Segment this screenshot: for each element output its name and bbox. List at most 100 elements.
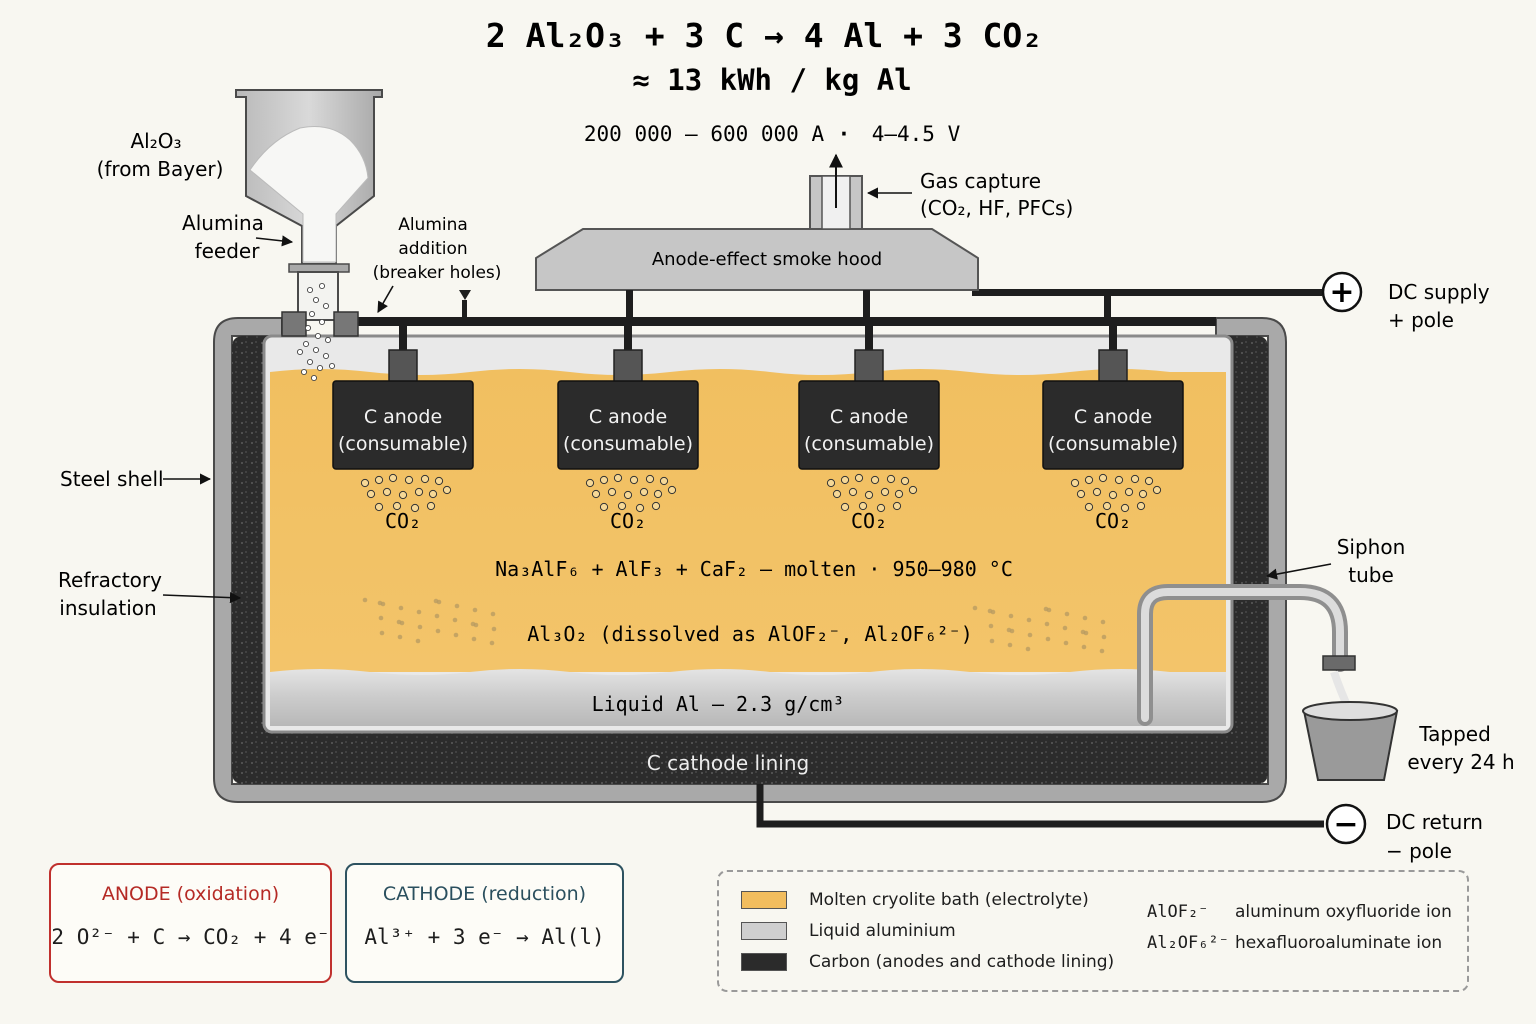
bubble-icon [434, 476, 444, 486]
cathode-wire [756, 784, 1324, 828]
bubble-icon [1124, 487, 1134, 497]
legend-ion-description: hexafluoroaluminate ion [1235, 933, 1443, 953]
dissolved-alumina-label: Al₃O₂ (dissolved as AlOF₂⁻, Al₂OF₆²⁻) [527, 622, 973, 646]
bubble-icon [1092, 487, 1102, 497]
dissolved-speck [417, 624, 423, 630]
bubble-icon [360, 478, 370, 488]
cryolite-bath [270, 369, 1226, 672]
bubble-icon [1130, 474, 1140, 484]
liquid-al-label: Liquid Al — 2.3 g/cm³ [592, 692, 845, 716]
bubble-icon [894, 489, 904, 499]
dissolved-speck [471, 636, 477, 642]
anode-block [557, 380, 699, 470]
anode-label: C anode [364, 406, 442, 428]
bubble-icon [617, 501, 627, 511]
dissolved-speck [362, 597, 368, 603]
powder-grain [310, 374, 318, 382]
bubble-icon [585, 478, 595, 488]
hood-label: Anode-effect smoke hood [652, 249, 882, 270]
bubble-icon [420, 474, 430, 484]
powder-grain [314, 332, 322, 340]
powder-grain [312, 346, 320, 354]
cathode-reaction-heading: CATHODE (reduction) [382, 883, 587, 905]
dissolved-speck [1064, 611, 1070, 617]
bubble-icon [414, 487, 424, 497]
bubble-icon [428, 489, 438, 499]
powder-grain [304, 324, 312, 332]
bubble-icon [1102, 501, 1112, 511]
dissolved-alumina-specks [362, 597, 1107, 654]
legend-swatch-carbon [741, 953, 787, 971]
cathode-lining-label: C cathode lining [647, 751, 809, 775]
plus-pole-symbol: + [1329, 275, 1354, 310]
minus-pole-icon [1325, 803, 1367, 845]
bubble-icon [667, 485, 677, 495]
steel-shell-label: Steel shell [60, 467, 164, 491]
energy-consumption: ≈ 13 kWh / kg Al [632, 63, 911, 97]
dissolved-speck [1081, 644, 1087, 650]
co2-label: CO₂ [610, 509, 646, 533]
bubble-icon [1108, 490, 1118, 500]
dissolved-speck [397, 634, 403, 640]
bubble-icon [653, 489, 663, 499]
powder-grain [306, 358, 314, 366]
legend-item-carbon: Carbon (anodes and cathode lining) [741, 951, 1114, 973]
bubble-icon [1120, 503, 1130, 513]
bubble-icon [651, 501, 661, 511]
smoke-hood [535, 228, 979, 291]
anode-rod [399, 326, 407, 350]
tapped-label-2: every 24 h [1407, 750, 1514, 774]
bubble-icon [858, 501, 868, 511]
anode-block [1042, 380, 1184, 470]
bath-composition-label: Na₃AlF₆ + AlF₃ + CaF₂ — molten · 950–980… [495, 557, 1013, 581]
bubble-icon [410, 503, 420, 513]
powder-grain [300, 368, 308, 376]
alumina-feeder-label: Alumina [182, 211, 264, 235]
anode-clamp [388, 349, 418, 385]
dissolved-speck [1045, 636, 1051, 642]
bubble-icon [1114, 475, 1124, 485]
bubble-icon [908, 485, 918, 495]
bubble-icon [599, 475, 609, 485]
dissolved-speck [1007, 642, 1013, 648]
anode-label-2: (consumable) [1048, 433, 1178, 455]
dissolved-speck [1027, 632, 1033, 638]
gas-capture-label: Gas capture [920, 169, 1041, 193]
bubble-icon [1076, 489, 1086, 499]
liquid-aluminium [270, 669, 1226, 726]
dissolved-speck [1006, 627, 1012, 633]
anode-label-2: (consumable) [338, 433, 468, 455]
bubble-icon [404, 475, 414, 485]
powder-grain [316, 364, 324, 372]
legend-swatch-bath [741, 891, 787, 909]
anode-reaction-heading: ANODE (oxidation) [101, 883, 280, 905]
bubble-icon [826, 478, 836, 488]
bubble-icon [382, 487, 392, 497]
bubble-icon [864, 490, 874, 500]
dissolved-speck [1082, 615, 1088, 621]
dc-supply-label-2: + pole [1388, 308, 1454, 332]
dissolved-speck [1043, 606, 1049, 612]
bubble-icon [388, 473, 398, 483]
alumina-source-label-2: (from Bayer) [97, 157, 224, 181]
dissolved-speck [452, 617, 458, 623]
dc-return-label: DC return [1386, 810, 1483, 834]
bubble-icon [880, 487, 890, 497]
bubble-icon [623, 490, 633, 500]
dissolved-speck [1008, 613, 1014, 619]
bubble-icon [591, 489, 601, 499]
breaker-hole-marker-icon [459, 290, 471, 300]
dissolved-speck [396, 619, 402, 625]
bubble-icon [886, 474, 896, 484]
bubble-icon [840, 475, 850, 485]
dissolved-speck [470, 621, 476, 627]
dissolved-speck [454, 603, 460, 609]
anode-reaction-box: ANODE (oxidation) 2 O²⁻ + C → CO₂ + 4 e⁻ [49, 863, 332, 983]
dissolved-speck [1063, 640, 1069, 646]
alumina-addition-label: Alumina [398, 215, 468, 235]
anode-label: C anode [589, 406, 667, 428]
anode-clamp [854, 349, 884, 385]
gas-capture-label-2: (CO₂, HF, PFCs) [920, 196, 1073, 220]
bubble-icon [607, 487, 617, 497]
